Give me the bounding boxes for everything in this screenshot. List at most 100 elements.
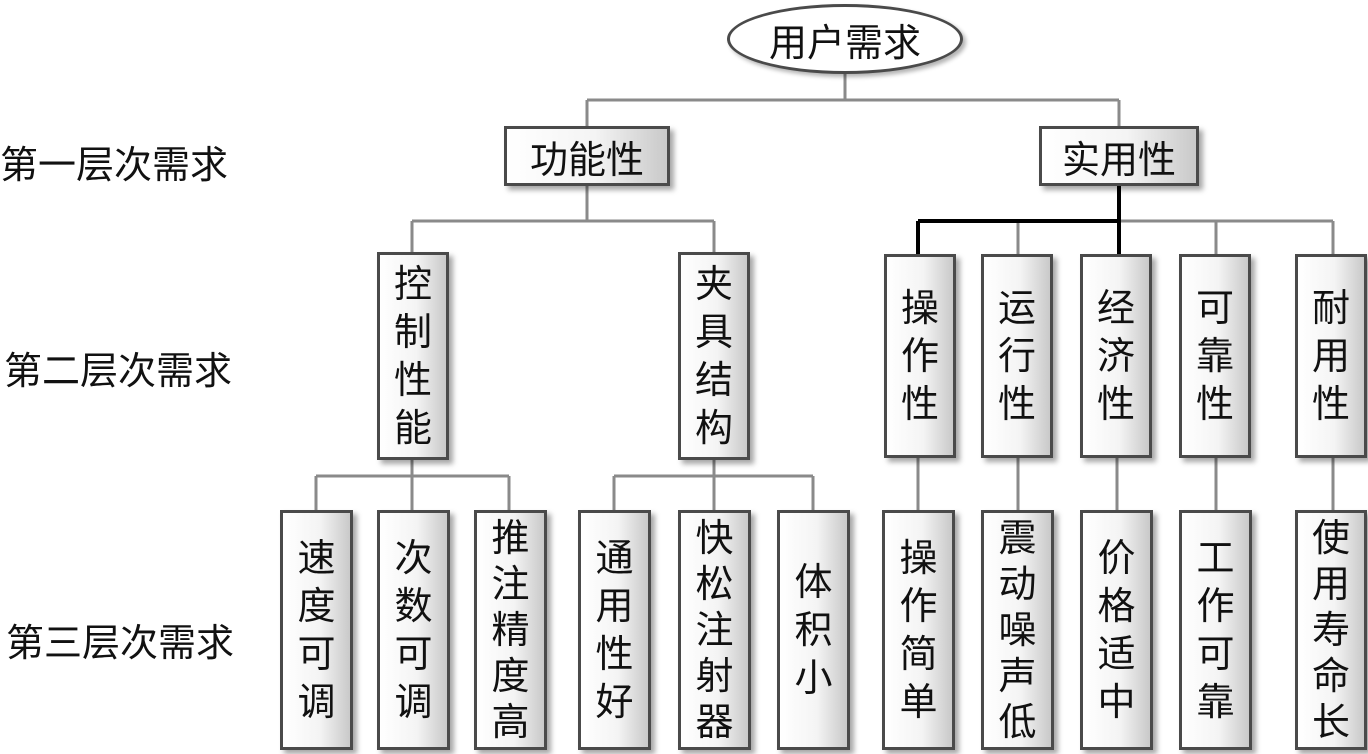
node-label: 工作可靠 — [1196, 534, 1234, 726]
node-label-char: 度 — [297, 584, 336, 628]
node-label-char: 寿 — [1311, 608, 1350, 652]
node-label: 震动噪声低 — [998, 515, 1036, 745]
root-label: 用户需求 — [768, 20, 921, 65]
node-small: 体积小 — [777, 510, 850, 750]
level-label-3: 第三层次需求 — [6, 621, 235, 665]
node-label-char: 次 — [394, 536, 433, 580]
node-label-char: 单 — [899, 680, 938, 724]
node-label-char: 用 — [1311, 334, 1350, 378]
node-label: 可靠性 — [1196, 284, 1234, 428]
node-simple-op: 操作简单 — [882, 510, 955, 750]
node-label-char: 通 — [595, 536, 634, 580]
root-node: 用户需求 — [727, 4, 963, 74]
node-label-char: 性 — [393, 358, 432, 402]
node-label-char: 用 — [1311, 562, 1350, 606]
node-label-char: 结 — [694, 358, 733, 402]
node-label: 耐用性 — [1312, 284, 1350, 428]
node-label-char: 行 — [997, 334, 1036, 378]
node-label-char: 器 — [695, 700, 734, 744]
node-speed: 速度可调 — [280, 510, 353, 750]
node-label: 实用性 — [1061, 137, 1176, 182]
node-label-char: 低 — [998, 700, 1037, 744]
node-label-char: 快 — [695, 516, 734, 560]
node-label-char: 注 — [695, 608, 734, 652]
node-label-char: 精 — [491, 608, 530, 652]
node-label: 体积小 — [794, 558, 832, 702]
node-label-char: 调 — [297, 680, 336, 724]
node-practical: 实用性 — [1039, 126, 1199, 186]
node-count: 次数可调 — [377, 510, 450, 750]
node-label-char: 可 — [1195, 286, 1234, 330]
node-label-char: 构 — [694, 406, 733, 450]
node-reliability: 可靠性 — [1179, 254, 1251, 458]
node-label-char: 性 — [1096, 382, 1135, 426]
node-label-char: 积 — [794, 608, 833, 652]
node-label-char: 控 — [393, 262, 432, 306]
node-label-char: 可 — [1196, 632, 1235, 676]
node-label: 次数可调 — [394, 534, 432, 726]
node-label-char: 小 — [794, 656, 833, 700]
level-label-2: 第二层次需求 — [4, 349, 233, 393]
node-economy: 经济性 — [1080, 254, 1152, 458]
node-label-char: 靠 — [1195, 334, 1234, 378]
node-label-char: 耐 — [1311, 286, 1350, 330]
node-label-char: 性 — [1311, 382, 1350, 426]
node-label-char: 运 — [997, 286, 1036, 330]
node-label-char: 靠 — [1196, 680, 1235, 724]
node-label: 控制性能 — [394, 260, 432, 452]
node-label: 功能性 — [529, 137, 644, 182]
node-label-char: 作 — [1196, 584, 1235, 628]
node-label-char: 简 — [899, 632, 938, 676]
node-label-char: 适 — [1097, 632, 1136, 676]
node-label-char: 注 — [491, 562, 530, 606]
node-label-char: 性 — [1195, 382, 1234, 426]
node-label-char: 度 — [491, 654, 530, 698]
node-label-char: 性 — [997, 382, 1036, 426]
node-label: 通用性好 — [595, 534, 633, 726]
node-universal: 通用性好 — [578, 510, 651, 750]
node-price: 价格适中 — [1080, 510, 1153, 750]
node-label-char: 体 — [794, 560, 833, 604]
node-label-char: 操 — [900, 286, 939, 330]
node-label-char: 作 — [900, 334, 939, 378]
node-durability: 耐用性 — [1295, 254, 1367, 458]
node-label-char: 作 — [899, 584, 938, 628]
node-label-char: 用 — [595, 584, 634, 628]
node-label-char: 制 — [393, 310, 432, 354]
node-label-char: 好 — [595, 680, 634, 724]
node-label: 使用寿命长 — [1312, 515, 1350, 745]
node-label-char: 调 — [394, 680, 433, 724]
node-functional: 功能性 — [504, 126, 670, 186]
node-label-char: 长 — [1311, 700, 1350, 744]
node-label-char: 中 — [1097, 680, 1136, 724]
node-operation: 操作性 — [884, 254, 956, 458]
node-label: 推注精度高 — [491, 515, 529, 745]
node-label: 操作简单 — [899, 534, 937, 726]
node-label-char: 射 — [695, 654, 734, 698]
node-quick-release: 快松注射器 — [678, 510, 751, 750]
node-label-char: 性 — [900, 382, 939, 426]
node-reliable: 工作可靠 — [1179, 510, 1252, 750]
node-label-char: 推 — [491, 516, 530, 560]
node-label-char: 操 — [899, 536, 938, 580]
node-label-char: 动 — [998, 562, 1037, 606]
node-label-char: 使 — [1311, 516, 1350, 560]
node-label-char: 速 — [297, 536, 336, 580]
node-injection: 推注精度高 — [474, 510, 547, 750]
node-label-char: 济 — [1096, 334, 1135, 378]
node-label: 价格适中 — [1097, 534, 1135, 726]
node-label-char: 经 — [1096, 286, 1135, 330]
node-label-char: 高 — [491, 700, 530, 744]
node-label-char: 具 — [694, 310, 733, 354]
node-low-noise: 震动噪声低 — [981, 510, 1054, 750]
node-label-char: 噪 — [998, 608, 1037, 652]
node-label-char: 数 — [394, 584, 433, 628]
node-life: 使用寿命长 — [1295, 510, 1367, 750]
node-label-char: 格 — [1097, 584, 1136, 628]
node-label: 操作性 — [901, 284, 939, 428]
node-label-char: 松 — [695, 562, 734, 606]
level-label-1: 第一层次需求 — [0, 143, 229, 187]
node-fixture: 夹具结构 — [678, 252, 750, 460]
